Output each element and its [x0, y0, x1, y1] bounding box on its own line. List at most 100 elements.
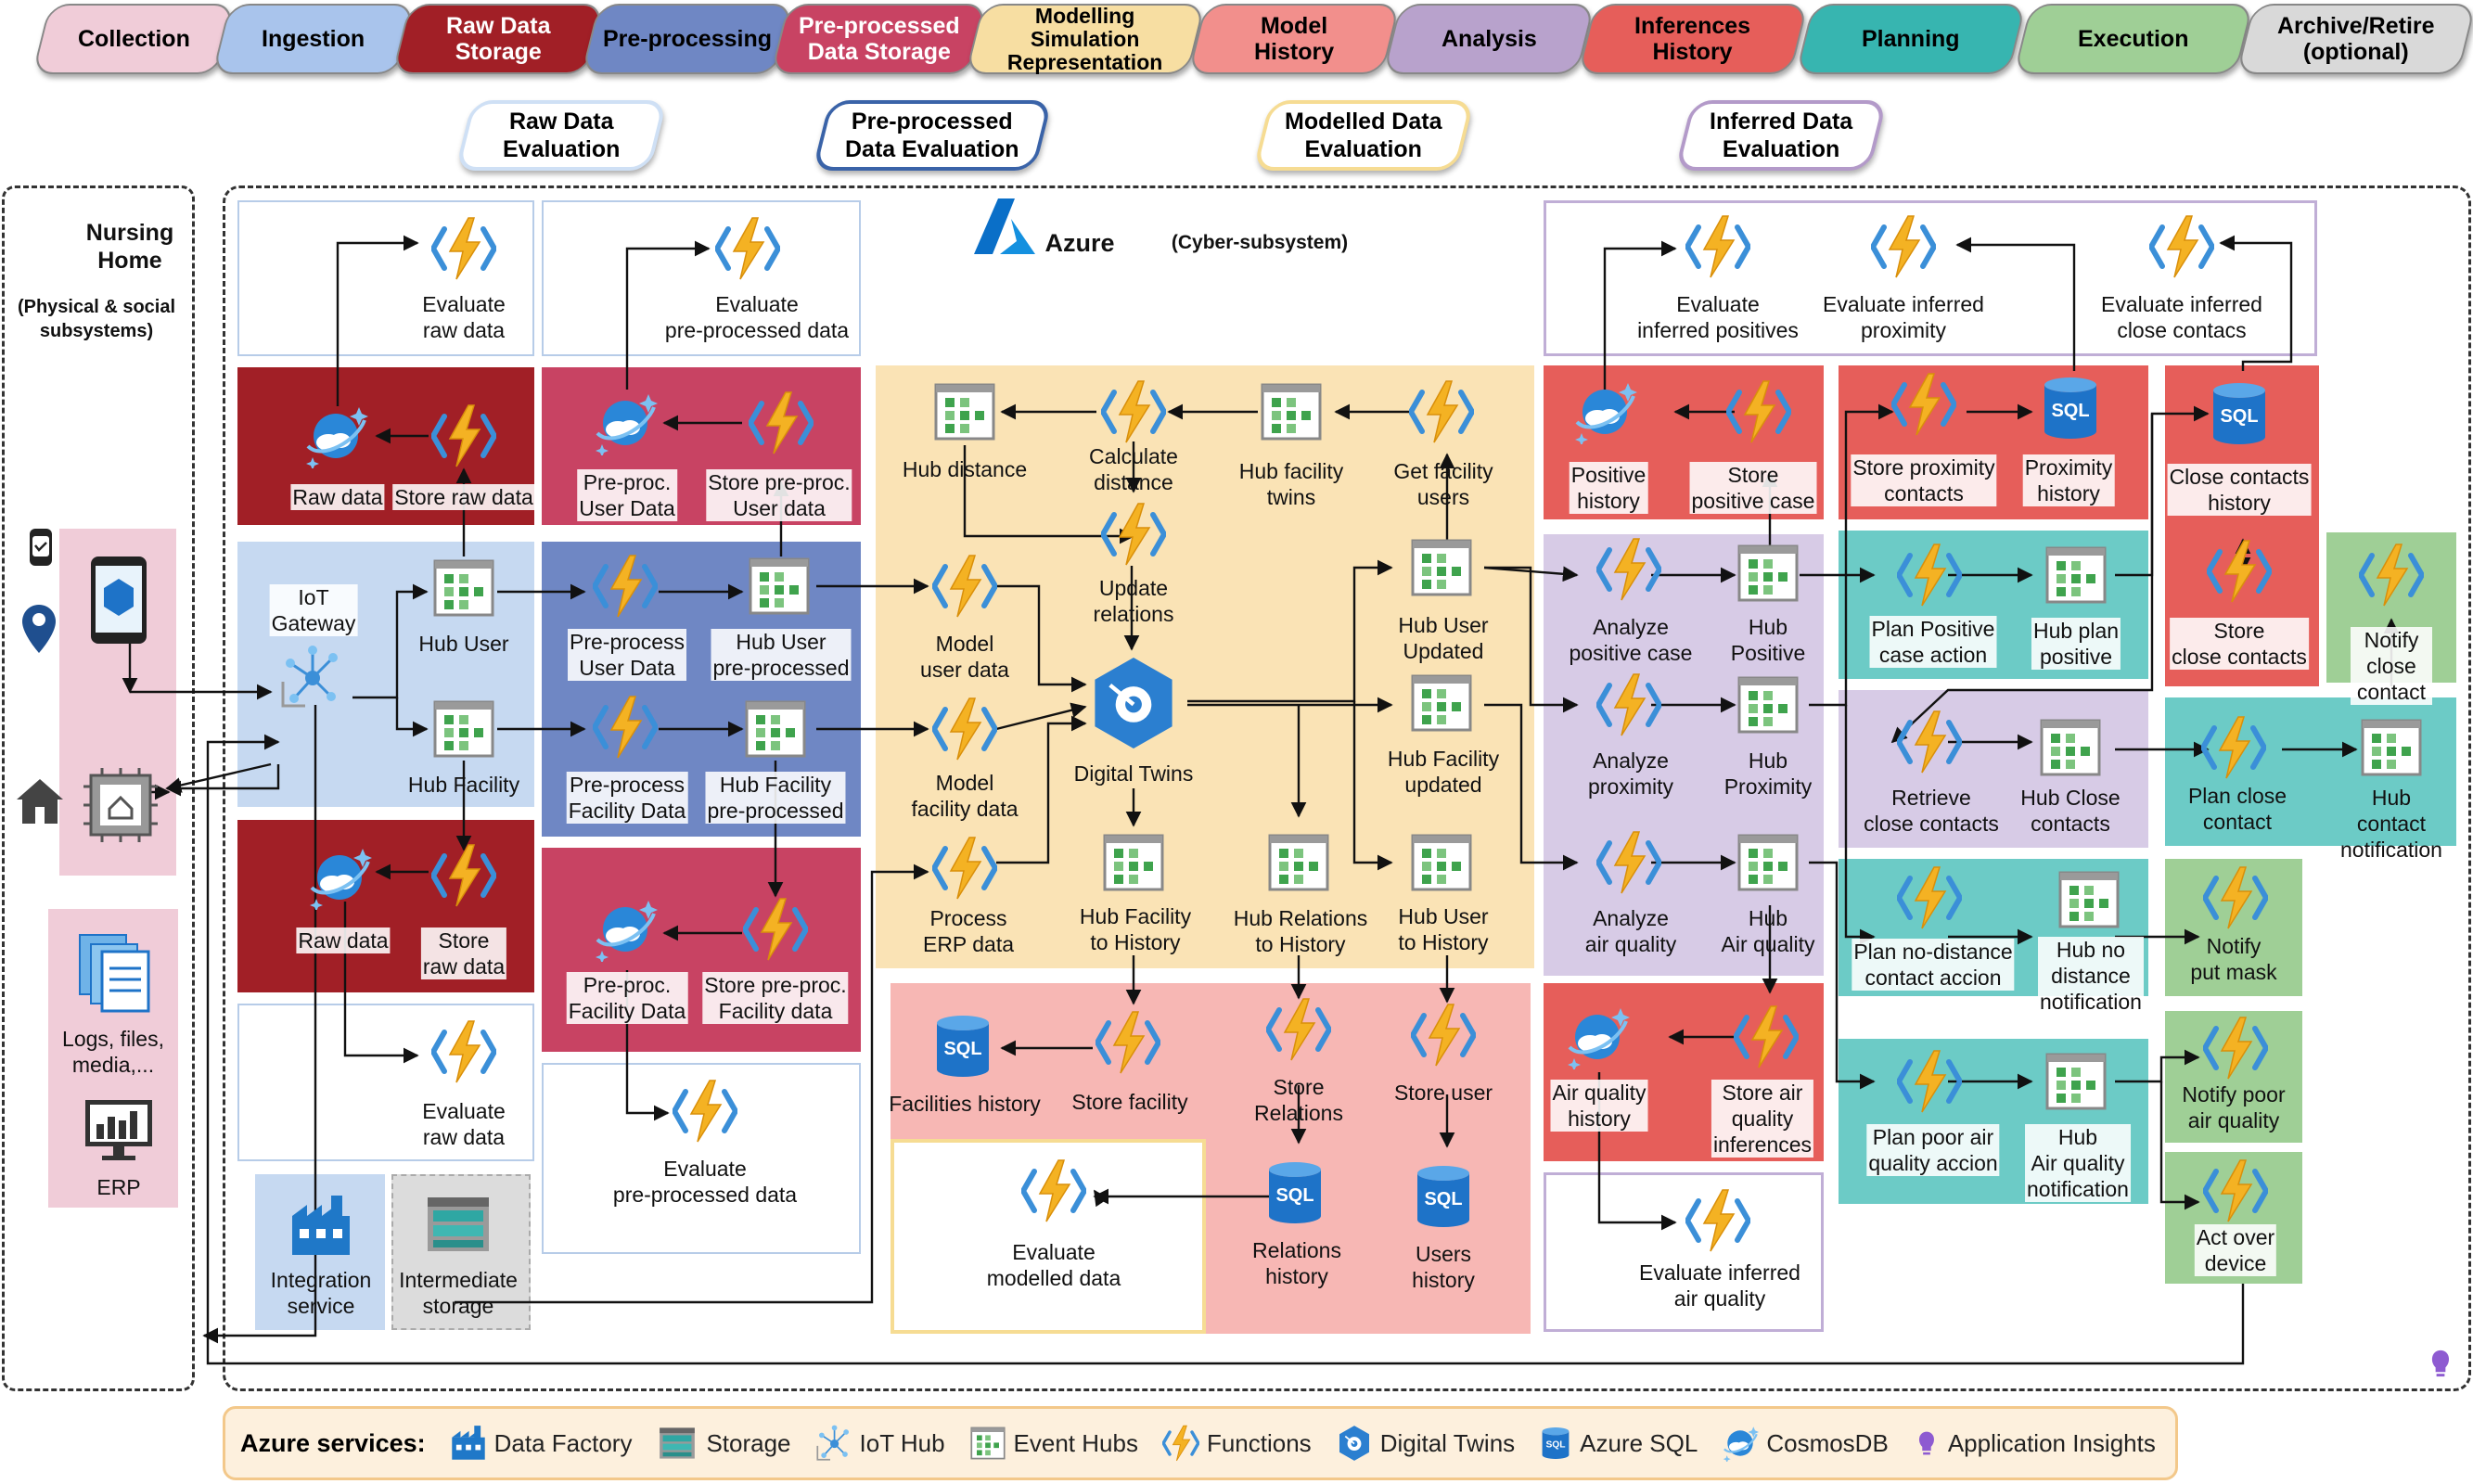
store-facility-function-icon	[1096, 1010, 1160, 1075]
notify-close-contact-label: Notify close contact	[2351, 627, 2432, 705]
act-over-device-function-icon	[2203, 1158, 2268, 1223]
hub-facility-history-label: Hub Facility to History	[1079, 904, 1192, 954]
evaluate-raw-function-icon	[431, 216, 496, 281]
area-eval-inf-air	[1544, 1172, 1824, 1332]
legend-label: Storage	[706, 1428, 791, 1457]
physical-subtitle: (Physical & social subsystems)	[17, 297, 176, 341]
plan-positive-function-icon	[1897, 543, 1962, 608]
preproc-facility-data-label: Pre-proc. Facility Data	[566, 972, 688, 1024]
evaluate-inferred-positives-label: Evaluate inferred positives	[1637, 292, 1799, 342]
legend-label: Azure SQL	[1580, 1428, 1698, 1457]
evaluate-preprocessed-function-icon	[715, 216, 780, 281]
retrieve-close-contacts-label: Retrieve close contacts	[1864, 786, 1999, 836]
legend-title: Azure services:	[240, 1428, 426, 1457]
store-close-contacts-label: Store close contacts	[2170, 618, 2309, 670]
update-relations-function-icon	[1101, 502, 1166, 567]
evaluate-preprocessed-function-icon	[673, 1079, 737, 1144]
azure-subtitle: (Cyber-subsystem)	[1171, 232, 1349, 253]
hub-user-updated-eventhub-icon	[1409, 535, 1474, 600]
get-facility-users-function-icon	[1409, 379, 1474, 444]
hub-facility-updated-eventhub-icon	[1409, 671, 1474, 736]
plan-close-contact-label: Plan close contact	[2187, 784, 2287, 834]
evaluate-inferred-proximity-label: Evaluate inferred proximity	[1823, 292, 1984, 342]
hub-user-updated-label: Hub User Updated	[1398, 613, 1489, 663]
facilities-history-sql-icon	[930, 1014, 995, 1079]
hub-distance-label: Hub distance	[902, 457, 1028, 481]
area-eval-modelled	[891, 1139, 1206, 1334]
relations-history-sql-icon	[1262, 1160, 1327, 1225]
store-positive-function-icon	[1726, 379, 1791, 444]
home-icon	[17, 779, 63, 824]
embedded-device-icon	[83, 768, 158, 842]
cosmosdb-icon	[1722, 1425, 1759, 1462]
proximity-history-sql-icon	[2038, 376, 2103, 441]
evaluate-raw-function-icon	[431, 1019, 496, 1084]
store-proximity-contacts-function-icon	[1891, 372, 1956, 437]
hub-no-distance-label: Hub no distance notification	[2038, 937, 2144, 1015]
legend-item-digital-twins: Digital Twins	[1336, 1425, 1515, 1462]
evaluate-raw-data-label: Evaluate raw data	[422, 292, 506, 342]
iot-gateway-label: IoT Gateway	[269, 584, 358, 636]
store-relations-label: Store Relations	[1254, 1075, 1343, 1125]
legend-item-application-insights: Application Insights	[1913, 1427, 2156, 1459]
store-air-quality-function-icon	[1734, 1004, 1799, 1069]
get-facility-users-label: Get facility users	[1393, 459, 1493, 509]
legend: Azure services: Data Factory Storage IoT…	[223, 1406, 2178, 1480]
analyze-proximity-function-icon	[1596, 672, 1661, 737]
air-quality-history-label: Air quality history	[1550, 1080, 1648, 1132]
model-facility-function-icon	[932, 697, 997, 761]
hub-air-quality-label: Hub Air quality	[1721, 906, 1815, 956]
raw-data-label: Raw data	[296, 928, 391, 953]
hub-positive-eventhub-icon	[1736, 541, 1800, 606]
iot-hub-icon	[815, 1425, 852, 1462]
facilities-history-label: Facilities history	[889, 1092, 1041, 1116]
preproc-facility-cosmosdb-icon	[593, 897, 658, 962]
hub-user-history-label: Hub User to History	[1398, 904, 1489, 954]
preprocess-facility-label: Pre-process Facility Data	[566, 772, 688, 824]
users-history-sql-icon	[1411, 1164, 1476, 1229]
smartphone-icon	[91, 556, 147, 644]
legend-label: Event Hubs	[1013, 1428, 1138, 1457]
positive-history-label: Positive history	[1569, 462, 1648, 514]
notify-close-contact-function-icon	[2359, 543, 2424, 608]
analyze-proximity-label: Analyze proximity	[1587, 748, 1674, 799]
notify-put-mask-function-icon	[2203, 865, 2268, 930]
intermediate-storage-label: Intermediate storage	[399, 1268, 518, 1318]
hub-close-contacts-eventhub-icon	[2038, 715, 2103, 780]
location-pin-icon	[22, 605, 56, 653]
digital-twins-icon	[1336, 1425, 1373, 1462]
digital-twins-icon	[1085, 655, 1182, 751]
close-contacts-history-label: Close contacts history	[2167, 464, 2312, 516]
evaluate-preprocessed-label: Evaluate pre-processed data	[612, 1157, 798, 1207]
integration-service-label: Integration service	[270, 1268, 372, 1318]
close-contacts-history-sql-icon	[2207, 381, 2272, 446]
model-user-data-label: Model user data	[920, 632, 1009, 682]
analyze-air-quality-function-icon	[1596, 830, 1661, 895]
data-factory-icon	[450, 1425, 487, 1462]
preprocess-facility-function-icon	[593, 695, 658, 760]
positive-history-cosmosdb-icon	[1572, 379, 1637, 444]
model-facility-data-label: Model facility data	[911, 771, 1019, 821]
raw-data-cosmosdb-icon	[303, 403, 368, 468]
store-preproc-facility-function-icon	[743, 897, 808, 962]
hub-facility-eventhub-icon	[431, 697, 496, 761]
evaluate-close-contacts-function-icon	[2149, 214, 2214, 279]
store-user-function-icon	[1411, 1003, 1476, 1068]
notify-put-mask-label: Notify put mask	[2190, 934, 2277, 984]
update-relations-label: Update relations	[1093, 576, 1174, 626]
area-analysis	[1544, 534, 1824, 976]
hub-user-preprocessed-eventhub-icon	[747, 554, 812, 619]
hub-positive-label: Hub Positive	[1730, 615, 1806, 665]
evaluate-proximity-function-icon	[1871, 214, 1936, 279]
functions-icon	[1162, 1425, 1199, 1462]
relations-history-label: Relations history	[1252, 1238, 1341, 1288]
hub-distance-eventhub-icon	[932, 379, 997, 444]
application-insights-icon	[2425, 1345, 2456, 1382]
preprocess-user-function-icon	[593, 554, 658, 619]
legend-label: CosmosDB	[1766, 1428, 1889, 1457]
legend-label: Functions	[1206, 1428, 1312, 1457]
analyze-positive-case-label: Analyze positive case	[1569, 615, 1693, 665]
plan-positive-case-label: Plan Positive case action	[1869, 616, 1997, 668]
legend-item-functions: Functions	[1162, 1425, 1312, 1462]
